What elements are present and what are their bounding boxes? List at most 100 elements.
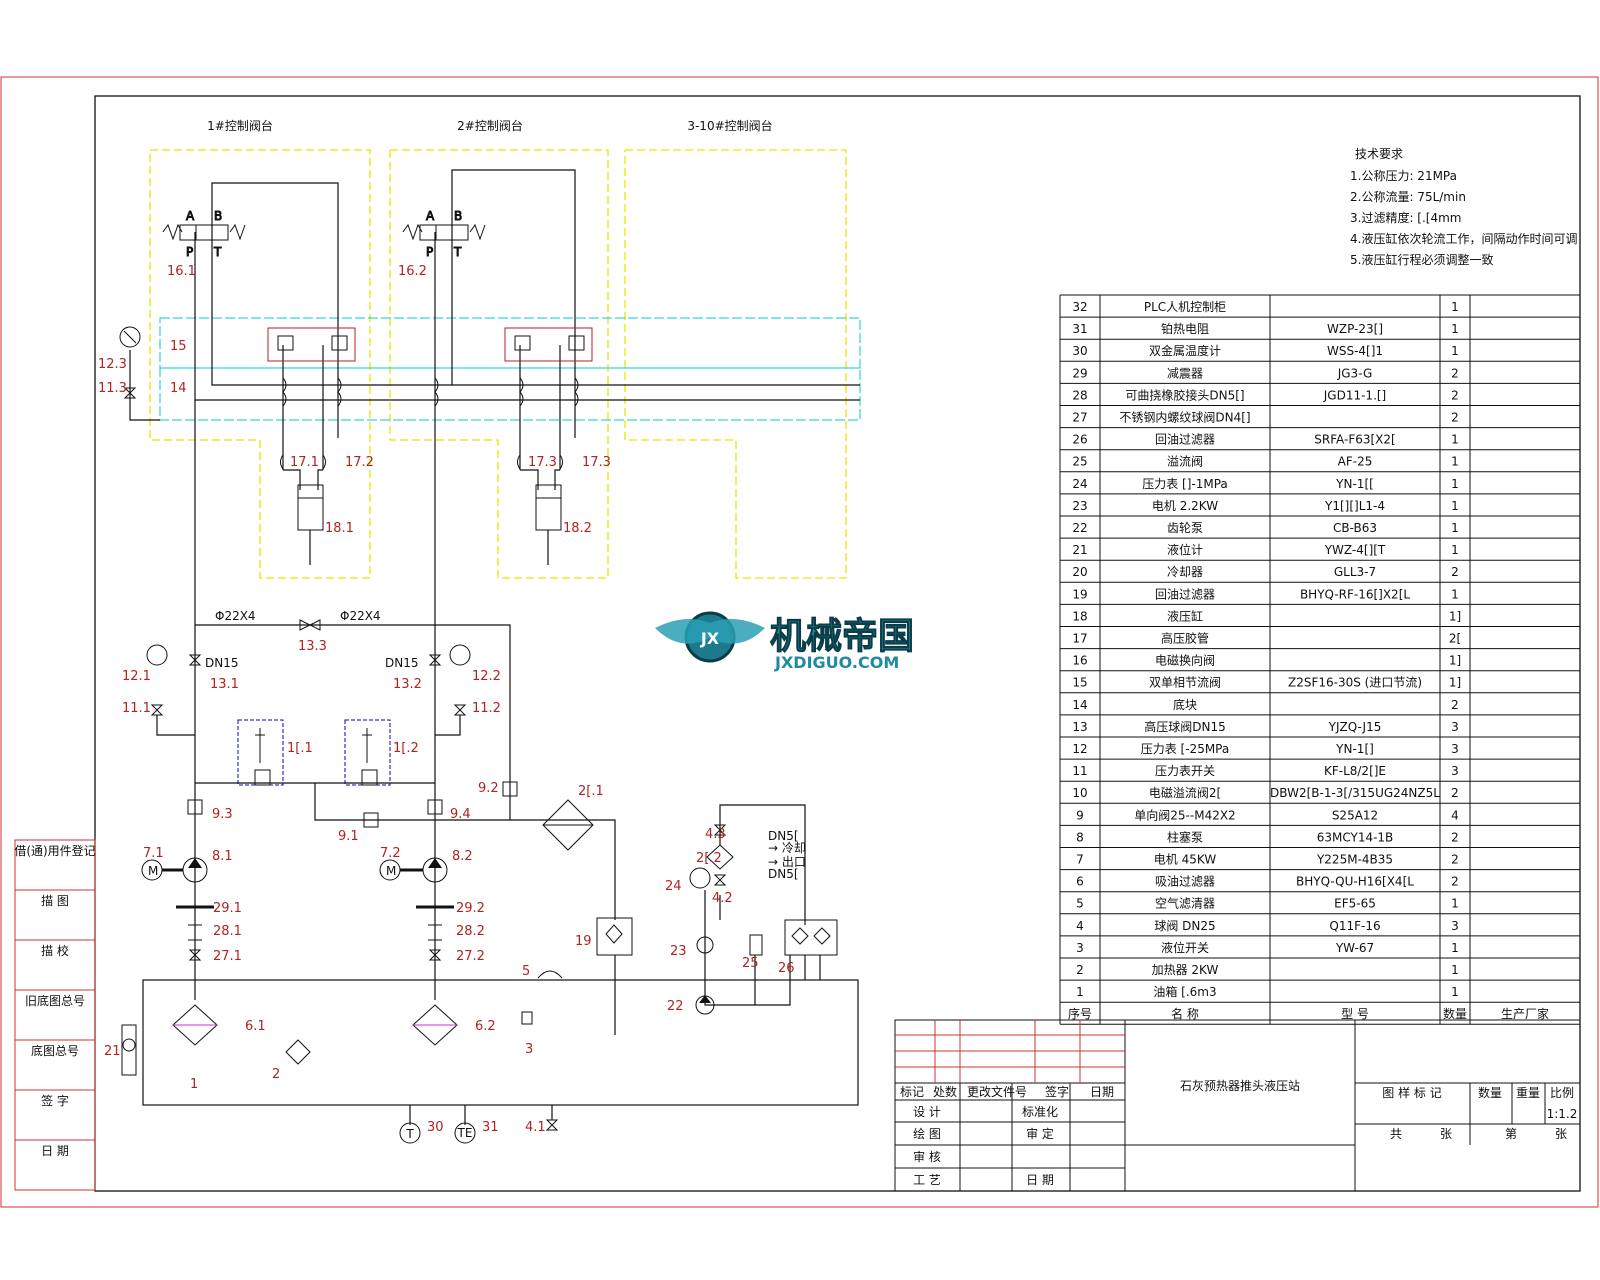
suction-filter-6-1-icon <box>172 1004 218 1046</box>
label-4-3: 4.3 <box>705 827 726 842</box>
tech-item: 1.公称压力: 21MPa <box>1350 169 1457 183</box>
heater-2-icon <box>285 1039 311 1065</box>
tech-requirements: 技术要求 1.公称压力: 21MPa 2.公称流量: 75L/min 3.过滤精… <box>1350 147 1577 267</box>
directional-valve-16-1: A B P T <box>162 209 246 260</box>
parts-cell: 铂热电阻 <box>1161 321 1209 336</box>
label-28-2: 28.2 <box>456 924 485 939</box>
outlet-label: → 出口 <box>768 855 806 869</box>
label-3: 3 <box>525 1042 533 1057</box>
parts-cell: 13 <box>1072 720 1087 734</box>
parts-cell: 3 <box>1451 720 1459 734</box>
label-11-1: 11.1 <box>122 701 151 716</box>
parts-cell: 1 <box>1451 300 1459 314</box>
watermark-cn: 机械帝国 <box>770 616 914 657</box>
parts-cell: 29 <box>1072 366 1087 380</box>
parts-cell: 25 <box>1072 455 1087 469</box>
ball-valve-4-2-icon <box>713 874 727 886</box>
pressure-gauge-icon <box>146 644 168 666</box>
parts-cell: 17 <box>1072 632 1087 646</box>
parts-cell: 1 <box>1451 344 1459 358</box>
suction-line-fittings <box>176 905 454 961</box>
parts-cell: WSS-4[]1 <box>1327 344 1383 358</box>
station-1-title: 1#控制阀台 <box>207 118 273 133</box>
parts-cell: 26 <box>1072 433 1087 447</box>
throttle-valves <box>267 327 593 362</box>
resistance-mark: TE <box>457 1126 473 1140</box>
return-filter-26-icon <box>784 919 838 956</box>
parts-cell: 3 <box>1451 919 1459 933</box>
parts-cell: 3 <box>1451 764 1459 778</box>
label-8-2: 8.2 <box>452 849 473 864</box>
tech-heading: 技术要求 <box>1355 147 1403 161</box>
parts-cell: 10 <box>1072 786 1087 800</box>
parts-cell: 23 <box>1072 499 1087 513</box>
parts-cell: 1 <box>1451 897 1459 911</box>
parts-cell: Y1[][]L1-4 <box>1324 499 1385 513</box>
svg-text:T: T <box>213 245 222 259</box>
parts-cell: 27 <box>1072 411 1087 425</box>
scale-header: 比例 <box>1550 1086 1574 1100</box>
label-4-1: 4.1 <box>525 1120 546 1135</box>
parts-cell: 19 <box>1072 587 1087 601</box>
parts-cell: 1] <box>1449 654 1461 668</box>
parts-cell: 液压缸 <box>1167 608 1203 623</box>
parts-header: 生产厂家 <box>1501 1006 1549 1021</box>
oil-tank <box>142 979 859 1106</box>
label-22: 22 <box>667 999 684 1014</box>
parts-cell: 28 <box>1072 388 1087 402</box>
parts-cell: 18 <box>1072 609 1087 623</box>
label-29-1: 29.1 <box>213 901 242 916</box>
station-2-title: 2#控制阀台 <box>457 118 523 133</box>
parts-cell: 2 <box>1451 388 1459 402</box>
process-label: 工 艺 <box>913 1173 941 1187</box>
parts-cell: S25A12 <box>1332 808 1378 822</box>
label-11-2: 11.2 <box>472 701 501 716</box>
parts-header: 型 号 <box>1341 1007 1369 1021</box>
label-10-2: 1[.2 <box>393 741 419 756</box>
watermark-en: JXDIGUO.COM <box>774 653 899 672</box>
manifold-bands <box>159 317 861 421</box>
rev-header: 日期 <box>1090 1085 1114 1099</box>
parts-cell: 4 <box>1451 808 1459 822</box>
parts-cell: 电机 2.2KW <box>1152 499 1218 513</box>
parts-cell: CB-B63 <box>1333 521 1377 535</box>
cooler-20-2-icon <box>706 844 734 870</box>
label-8-1: 8.1 <box>212 849 233 864</box>
tech-item: 3.过滤精度: [.[4mm <box>1350 210 1462 225</box>
directional-valve-16-2: A B P T <box>402 209 486 260</box>
parts-cell: 11 <box>1072 764 1087 778</box>
label-2: 2 <box>272 1067 280 1082</box>
label-20-1: 2[.1 <box>578 784 604 799</box>
parts-cell: 加热器 2KW <box>1152 963 1219 977</box>
parts-cell: 30 <box>1072 344 1087 358</box>
label-12-1: 12.1 <box>122 669 151 684</box>
label-9-1: 9.1 <box>338 829 359 844</box>
label-13-3: 13.3 <box>298 639 327 654</box>
parts-cell: YWZ-4[][T <box>1324 543 1386 557</box>
parts-cell: 液位计 <box>1167 542 1203 557</box>
label-9-4: 9.4 <box>450 807 471 822</box>
sidebar-item: 日 期 <box>41 1144 69 1158</box>
title-block <box>894 1019 1581 1192</box>
parts-cell: 5 <box>1076 897 1084 911</box>
parts-cell: 液位开关 <box>1161 940 1209 955</box>
label-25: 25 <box>742 956 759 971</box>
parts-cell: 1 <box>1451 322 1459 336</box>
parts-cell: YN-1[] <box>1335 742 1374 756</box>
motor-23-icon <box>696 936 714 954</box>
parts-cell: 电磁换向阀 <box>1155 653 1215 668</box>
label-29-2: 29.2 <box>456 901 485 916</box>
parts-cell: 6 <box>1076 875 1084 889</box>
label-12-2: 12.2 <box>472 669 501 684</box>
parts-cell: 2 <box>1451 830 1459 844</box>
dn51-label-a: DN5[ <box>768 829 799 843</box>
parts-cell: 齿轮泵 <box>1167 521 1203 535</box>
parts-cell: 柱塞泵 <box>1167 829 1203 844</box>
ball-valve-icon <box>453 704 467 716</box>
parts-cell: 1] <box>1449 676 1461 690</box>
parts-cell: BHYQ-QU-H16[X4[L <box>1296 875 1414 889</box>
dn15-label-b: DN15 <box>385 656 419 670</box>
parts-cell: 14 <box>1072 698 1087 712</box>
relief-valve-10-2 <box>344 719 391 786</box>
label-18-1: 18.1 <box>325 521 354 536</box>
